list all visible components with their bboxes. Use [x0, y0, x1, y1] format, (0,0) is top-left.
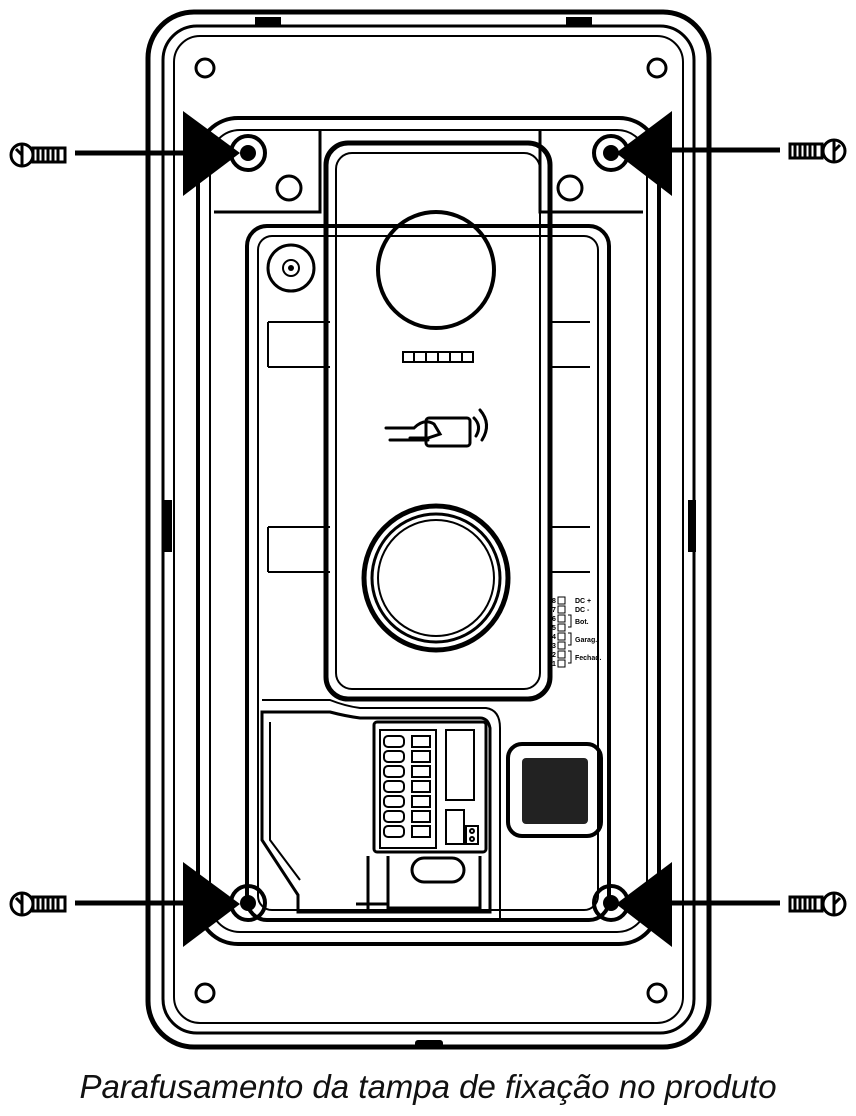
speaker-ring [361, 503, 511, 653]
terminal-block [372, 720, 488, 854]
screw-icon-top-left [9, 142, 67, 168]
corner-hole-top-right [646, 57, 668, 79]
terminal-label: Fechad. [575, 655, 602, 662]
microphone-grille [506, 742, 603, 838]
terminal-number: 3 [552, 643, 556, 650]
terminal-number: 8 [552, 598, 556, 605]
corner-hole-bottom-right [646, 982, 668, 1004]
rfid-card-icon [384, 408, 488, 448]
figure-caption: Parafusamento da tampa de fixação no pro… [79, 1068, 777, 1105]
arrow-top-right [616, 111, 672, 196]
terminal-label: DC - [575, 607, 590, 614]
device-back-diagram: 8 7 6 5 4 3 2 1 DC + DC - Bot. Garag. Fe… [9, 9, 847, 1050]
terminal-label: Bot. [575, 619, 589, 626]
screw-icon-bottom-right [788, 891, 847, 917]
terminal-number: 7 [552, 607, 556, 614]
terminal-label: Garag. [575, 637, 597, 644]
terminal-number: 1 [552, 661, 556, 668]
terminal-label-block: 8 7 6 5 4 3 2 1 DC + DC - Bot. Garag. Fe… [552, 596, 602, 668]
corner-hole-bottom-left [194, 982, 216, 1004]
screw-icon-bottom-left [9, 891, 67, 917]
mounting-plate [196, 116, 661, 946]
terminal-label: DC + [575, 598, 591, 605]
terminal-number: 5 [552, 625, 556, 632]
terminal-number: 6 [552, 616, 556, 623]
corner-hole-top-left [194, 57, 216, 79]
lower-compartment [260, 710, 492, 914]
terminal-number: 4 [552, 634, 556, 641]
front-panel [323, 140, 553, 702]
screw-icon-top-right [788, 138, 847, 164]
camera-lens [376, 210, 496, 330]
terminal-number: 2 [552, 652, 556, 659]
